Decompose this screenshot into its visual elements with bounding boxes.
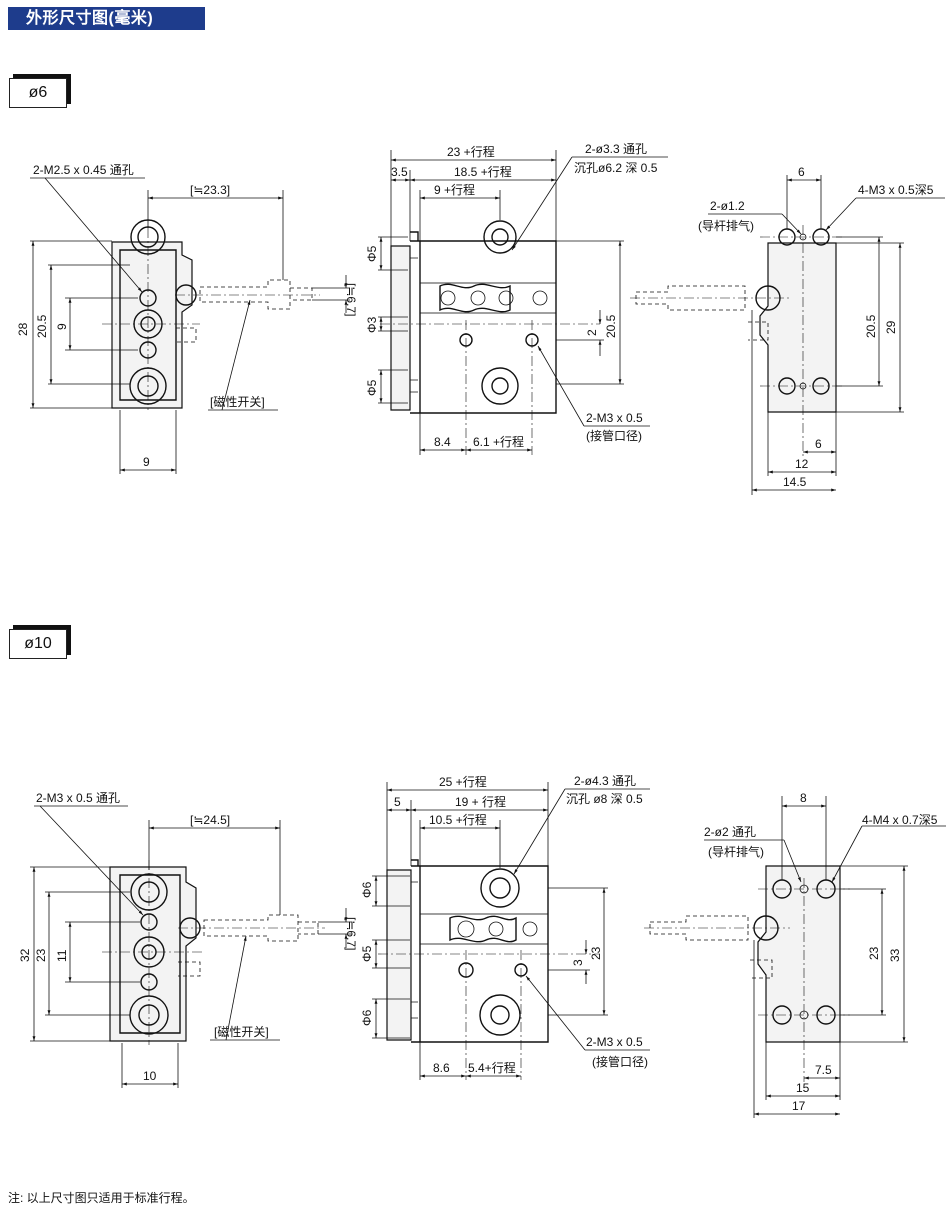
- right-height-outer-6: 29: [884, 320, 898, 334]
- body-length-10: 19 + 行程: [455, 794, 506, 809]
- right-height-inner-10: 23: [867, 946, 881, 960]
- right-height-inner-6: 20.5: [864, 314, 878, 338]
- dia-bot-10: Φ6: [360, 1009, 374, 1026]
- body-length-6: 18.5 +行程: [454, 164, 512, 179]
- drawing-right-view-10: 2-ø2 通孔 (导杆排气) 4-M4 x 0.7深5 8 23 33 7.5 …: [644, 791, 946, 1118]
- bottom-a-10: 8.6: [433, 1061, 450, 1075]
- w-small-6: 6: [815, 437, 822, 451]
- height-outer-6: 28: [16, 322, 30, 336]
- switch-label-6: [磁性开关]: [210, 394, 265, 409]
- bore-tag-6: ø6: [9, 78, 67, 108]
- pin-label-b-10: (导杆排气): [708, 844, 764, 859]
- width-bottom-10: 10: [143, 1069, 157, 1083]
- w-outer-10: 17: [792, 1099, 806, 1113]
- offset-10: 3: [571, 959, 585, 966]
- dia-bot-6: Φ5: [365, 379, 379, 396]
- drawing-left-view-6: 2-M2.5 x 0.45 通孔 [≒23.3] [≒6.7] [磁性开关] 2…: [16, 163, 358, 474]
- offset-6: 2: [585, 329, 599, 336]
- dia-mid-6: Φ3: [365, 316, 379, 333]
- dia-top-10: Φ6: [360, 881, 374, 898]
- section-header: 外形尺寸图(毫米): [8, 7, 205, 30]
- dia-mid-10: Φ5: [360, 945, 374, 962]
- port-label-a-6: 2-M3 x 0.5: [586, 411, 643, 425]
- switch-height-10: [≒6.7]: [344, 917, 358, 950]
- bottom-b-10: 5.4+行程: [468, 1060, 516, 1075]
- pin-label-a-6: 2-ø1.2: [710, 199, 745, 213]
- hole-label-a-10: 2-ø4.3 通孔: [574, 774, 636, 788]
- switch-height-6: [≒6.7]: [344, 283, 358, 316]
- dia-top-6: Φ5: [365, 245, 379, 262]
- drawing-right-view-6: 2-ø1.2 (导杆排气) 4-M3 x 0.5深5 6 20.5 29 6 1…: [630, 165, 945, 495]
- height-inner-10: 23: [34, 948, 48, 962]
- pin-label-a-10: 2-ø2 通孔: [704, 825, 756, 839]
- drawing-center-view-10: 25 +行程 5 19 + 行程 10.5 +行程 2-ø4.3 通孔 沉孔 ø…: [360, 774, 650, 1080]
- total-length-10: 25 +行程: [439, 774, 487, 789]
- right-height-outer-10: 33: [888, 948, 902, 962]
- drawing-left-view-10: 2-M3 x 0.5 通孔 [≒24.5] [≒6.7] [磁性开关] 32 2…: [18, 791, 358, 1088]
- bore-tag-10: ø10: [9, 629, 67, 659]
- flange-10: 5: [394, 795, 401, 809]
- center-height-10: 23: [589, 946, 603, 960]
- w-outer-6: 14.5: [783, 475, 807, 489]
- footnote: 注: 以上尺寸图只适用于标准行程。: [8, 1191, 195, 1205]
- w-mid-6: 12: [795, 457, 809, 471]
- height-small-10: 11: [55, 949, 69, 962]
- w-mid-10: 15: [796, 1081, 810, 1095]
- w-small-10: 7.5: [815, 1063, 832, 1077]
- port-label-b-10: (接管口径): [592, 1054, 648, 1069]
- top-width-10: 8: [800, 791, 807, 805]
- switch-length-6: [≒23.3]: [190, 183, 230, 197]
- center-height-6: 20.5: [604, 314, 618, 338]
- thread-label-10: 4-M4 x 0.7深5: [862, 813, 938, 827]
- bottom-b-6: 6.1 +行程: [473, 434, 524, 449]
- top-width-6: 6: [798, 165, 805, 179]
- total-length-6: 23 +行程: [447, 144, 495, 159]
- port-label-6: 2-M2.5 x 0.45 通孔: [33, 163, 134, 177]
- height-inner-6: 20.5: [35, 314, 49, 338]
- port-label-10: 2-M3 x 0.5 通孔: [36, 791, 120, 805]
- height-small-6: 9: [55, 323, 69, 330]
- width-bottom-6: 9: [143, 455, 150, 469]
- drawing-center-view-6: 23 +行程 3.5 18.5 +行程 9 +行程 2-ø3.3 通孔 沉孔ø6…: [365, 142, 668, 455]
- port-label-a-10: 2-M3 x 0.5: [586, 1035, 643, 1049]
- hole-label-b-10: 沉孔 ø8 深 0.5: [566, 792, 643, 806]
- switch-label-10: [磁性开关]: [214, 1024, 269, 1039]
- thread-label-6: 4-M3 x 0.5深5: [858, 183, 934, 197]
- mid-length-10: 10.5 +行程: [429, 812, 487, 827]
- port-label-b-6: (接管口径): [586, 428, 642, 443]
- mid-length-6: 9 +行程: [434, 182, 475, 197]
- flange-6: 3.5: [391, 165, 408, 179]
- bottom-a-6: 8.4: [434, 435, 451, 449]
- switch-length-10: [≒24.5]: [190, 813, 230, 827]
- height-outer-10: 32: [18, 948, 32, 962]
- hole-label-a-6: 2-ø3.3 通孔: [585, 142, 647, 156]
- pin-label-b-6: (导杆排气): [698, 218, 754, 233]
- hole-label-b-6: 沉孔ø6.2 深 0.5: [574, 161, 658, 175]
